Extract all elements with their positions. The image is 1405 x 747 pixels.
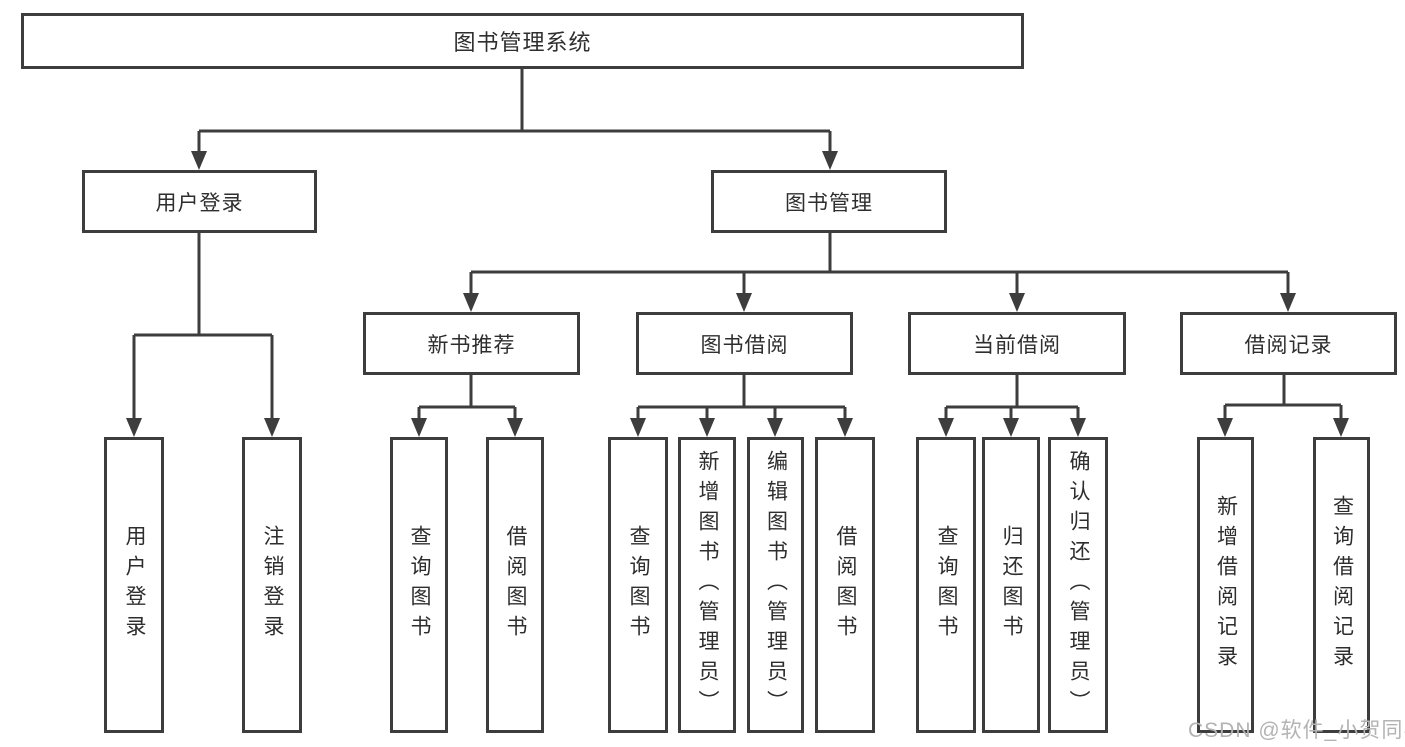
leaf-add-books-admin: 新增图书（管理员）	[678, 437, 736, 733]
leaf-query-books: 查询图书	[916, 437, 976, 733]
node-user-login-branch: 用户登录	[82, 170, 317, 233]
leaf-label: 借阅图书	[504, 525, 528, 645]
node-borrow-records: 借阅记录	[1180, 312, 1397, 375]
node-current-borrow: 当前借阅	[908, 312, 1126, 375]
leaf-label: 确认归还（管理员）	[1067, 450, 1091, 720]
arrow-down-icon	[938, 418, 954, 437]
arrow-down-icon	[837, 418, 853, 437]
leaf-query-books: 查询图书	[608, 437, 668, 733]
arrow-down-icon	[1070, 418, 1086, 437]
node-label: 图书借阅	[700, 333, 789, 357]
node-label: 借阅记录	[1244, 333, 1333, 357]
leaf-query-books: 查询图书	[390, 437, 448, 733]
arrow-down-icon	[1003, 418, 1019, 437]
node-root-label: 图书管理系统	[453, 30, 592, 55]
node-book-management-branch: 图书管理	[711, 170, 947, 233]
node-label: 新书推荐	[427, 333, 516, 357]
arrow-down-icon	[463, 293, 479, 312]
node-label: 用户登录	[155, 191, 244, 215]
arrow-down-icon	[411, 418, 427, 437]
arrow-down-icon	[630, 418, 646, 437]
node-root: 图书管理系统	[21, 13, 1024, 69]
arrow-down-icon	[191, 151, 207, 170]
csdn-watermark: CSDN @软件_小贺同学	[1188, 719, 1405, 742]
arrow-down-icon	[507, 418, 523, 437]
leaf-label: 用户登录	[123, 525, 147, 645]
node-label: 图书管理	[785, 191, 873, 215]
node-book-borrow: 图书借阅	[636, 312, 853, 375]
arrow-down-icon	[1009, 293, 1025, 312]
leaf-label: 编辑图书（管理员）	[764, 450, 788, 720]
leaf-edit-books-admin: 编辑图书（管理员）	[747, 437, 804, 733]
leaf-label: 借阅图书	[834, 525, 858, 645]
leaf-borrow-books: 借阅图书	[815, 437, 875, 733]
leaf-label: 新增图书（管理员）	[696, 450, 720, 720]
leaf-confirm-return-admin: 确认归还（管理员）	[1048, 437, 1108, 733]
leaf-query-borrow-record: 查询借阅记录	[1313, 437, 1370, 733]
leaf-label: 查询图书	[627, 525, 651, 645]
arrow-down-icon	[1217, 418, 1233, 437]
arrow-down-icon	[767, 418, 783, 437]
leaf-logout: 注销登录	[242, 437, 302, 733]
node-label: 当前借阅	[973, 333, 1061, 357]
arrow-down-icon	[1333, 418, 1349, 437]
arrow-down-icon	[822, 151, 838, 170]
arrow-down-icon	[699, 418, 715, 437]
leaf-return-books: 归还图书	[982, 437, 1040, 733]
leaf-label: 新增借阅记录	[1214, 495, 1238, 675]
leaf-label: 注销登录	[261, 525, 285, 645]
leaf-label: 查询图书	[935, 525, 959, 645]
arrow-down-icon	[1280, 293, 1296, 312]
leaf-user-login: 用户登录	[104, 437, 164, 733]
leaf-add-borrow-record: 新增借阅记录	[1197, 437, 1254, 733]
leaf-label: 查询图书	[408, 525, 432, 645]
arrow-down-icon	[264, 418, 280, 437]
leaf-label: 查询借阅记录	[1330, 495, 1354, 675]
leaf-borrow-books: 借阅图书	[486, 437, 544, 733]
arrow-down-icon	[126, 418, 142, 437]
leaf-label: 归还图书	[1000, 525, 1024, 645]
node-new-book-recommend: 新书推荐	[363, 312, 580, 375]
arrow-down-icon	[736, 293, 752, 312]
